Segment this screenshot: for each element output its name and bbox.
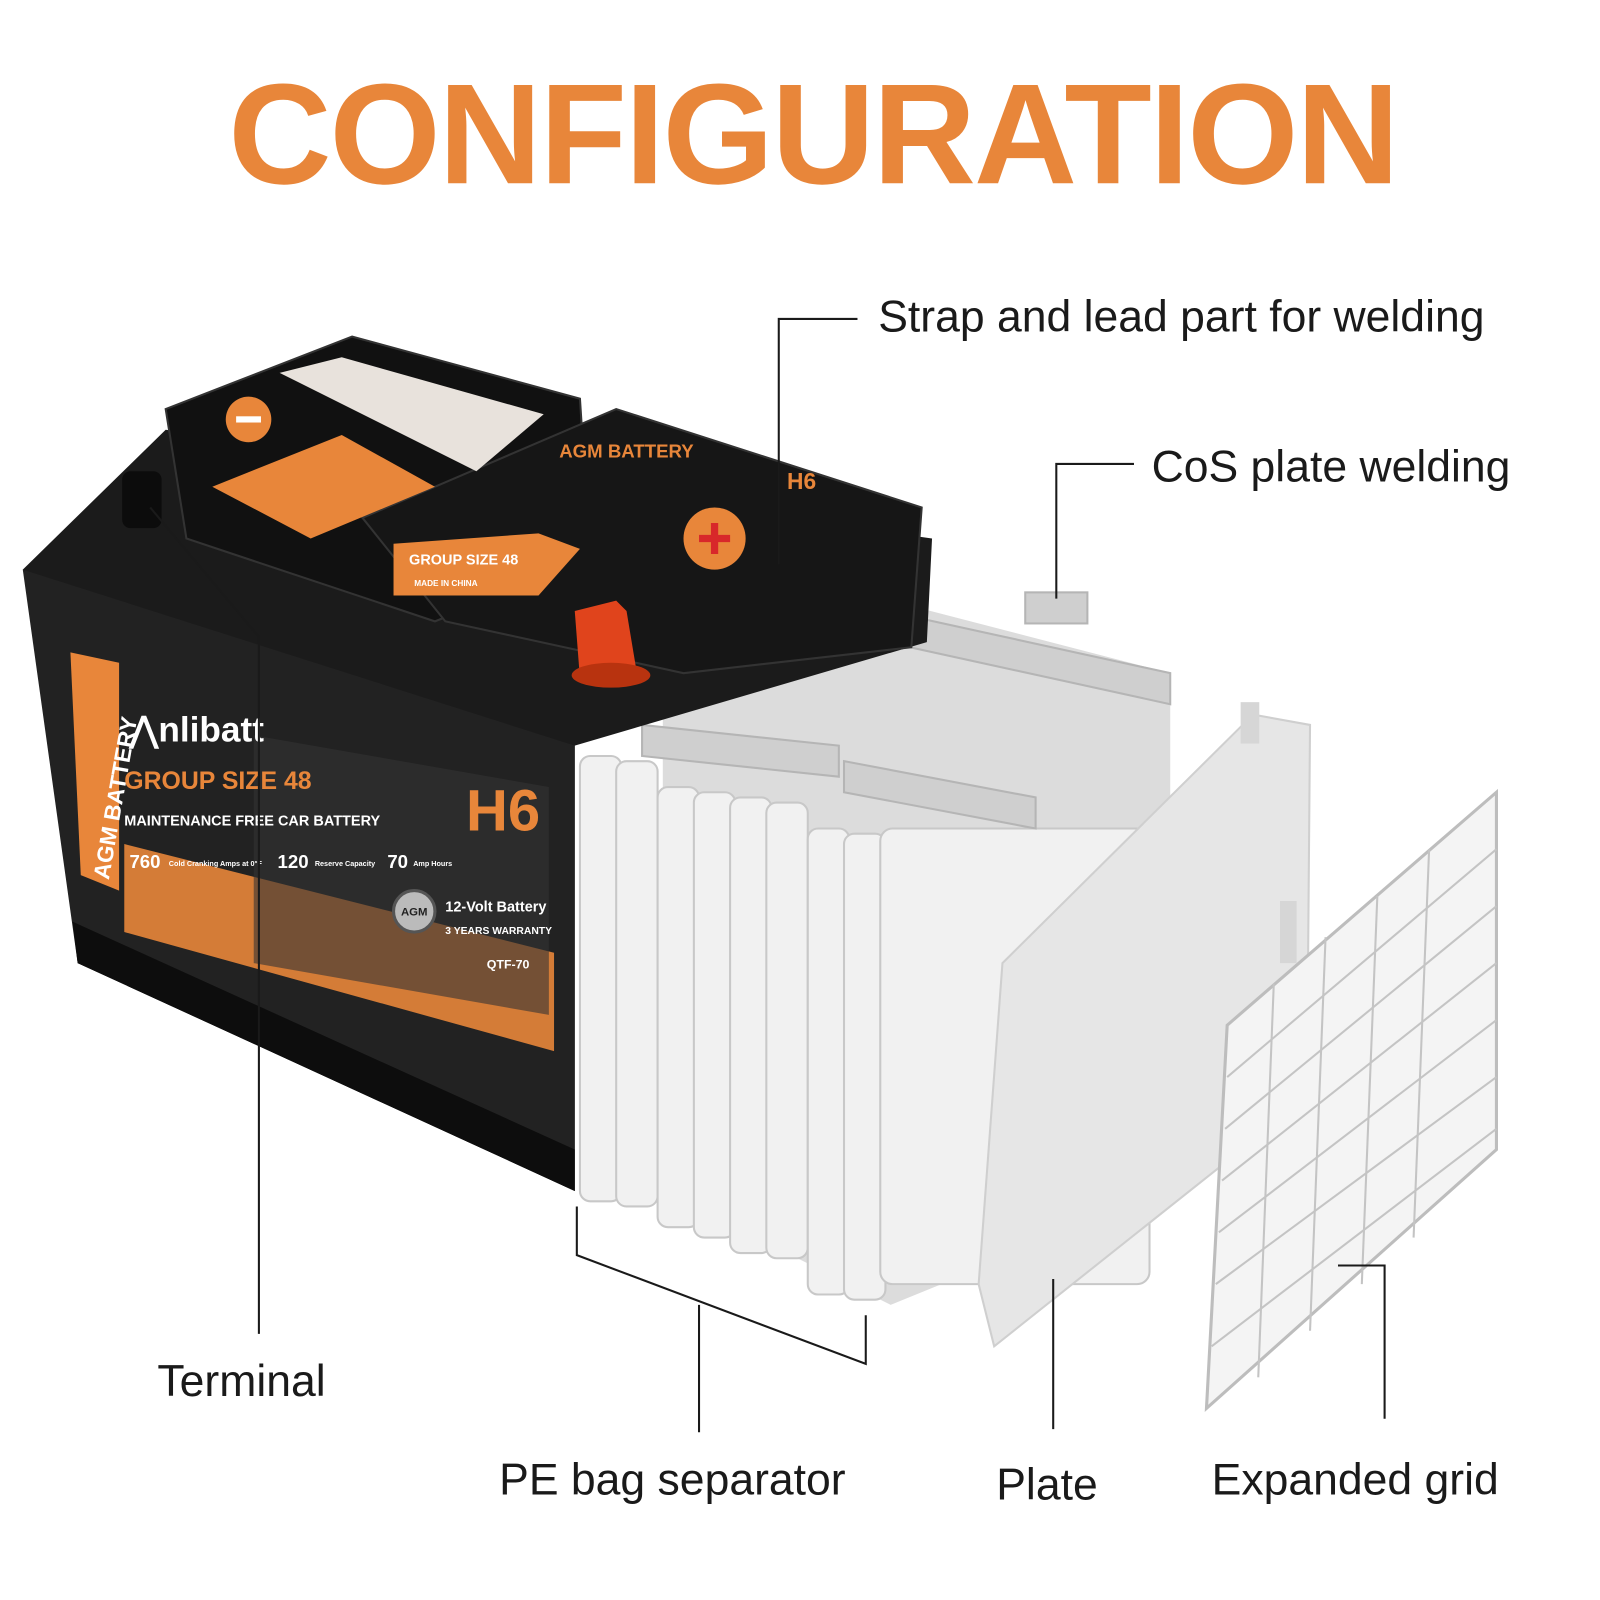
voltage-text: 12-Volt Battery bbox=[445, 899, 546, 915]
plate-lug bbox=[1240, 702, 1260, 744]
warranty-text: 3 YEARS WARRANTY bbox=[445, 926, 552, 937]
cca-label: Cold Cranking Amps at 0°F bbox=[169, 859, 263, 868]
part-number: QTF-70 bbox=[487, 957, 530, 971]
label-expanded-grid: Expanded grid bbox=[1212, 1455, 1499, 1504]
leader-separator bbox=[575, 1206, 867, 1433]
page-title: CONFIGURATION bbox=[228, 55, 1397, 214]
ah-value: 70 bbox=[387, 851, 408, 872]
rc-value: 120 bbox=[278, 851, 309, 872]
cca-value: 760 bbox=[129, 851, 160, 872]
agm-battery: GROUP SIZE 48 MADE IN CHINA AGM BATTERY … bbox=[22, 335, 933, 1191]
leader-terminal bbox=[149, 506, 260, 1334]
top-group-size: GROUP SIZE 48 bbox=[409, 552, 518, 568]
negative-terminal bbox=[122, 471, 162, 529]
positive-terminal bbox=[574, 600, 637, 679]
label-pe-bag-separator: PE bag separator bbox=[499, 1455, 846, 1504]
agm-badge-text: AGM bbox=[401, 906, 428, 918]
rc-label: Reserve Capacity bbox=[315, 859, 375, 868]
label-strap: Strap and lead part for welding bbox=[878, 292, 1484, 341]
label-terminal: Terminal bbox=[157, 1357, 325, 1406]
leader-cos bbox=[1055, 462, 1134, 599]
model-h6: H6 bbox=[466, 780, 540, 844]
agm-badge-icon bbox=[391, 889, 437, 934]
leader-grid bbox=[1337, 1264, 1386, 1419]
brand-logo: ⋀nlibatt bbox=[128, 710, 264, 749]
label-cos-plate-welding: CoS plate welding bbox=[1152, 443, 1511, 492]
label-plate: Plate bbox=[996, 1461, 1097, 1510]
expanded-grid-panel bbox=[1204, 788, 1498, 1413]
top-agm-label: AGM BATTERY bbox=[559, 441, 694, 462]
leader-strap bbox=[777, 317, 858, 565]
hex-pattern-panel bbox=[253, 735, 549, 1015]
tagline-text: MAINTENANCE FREE CAR BATTERY bbox=[124, 813, 380, 829]
top-made-in: MADE IN CHINA bbox=[414, 579, 477, 588]
ah-label: Amp Hours bbox=[413, 859, 452, 868]
group-size-text: GROUP SIZE 48 bbox=[124, 768, 311, 795]
top-model: H6 bbox=[787, 468, 816, 494]
